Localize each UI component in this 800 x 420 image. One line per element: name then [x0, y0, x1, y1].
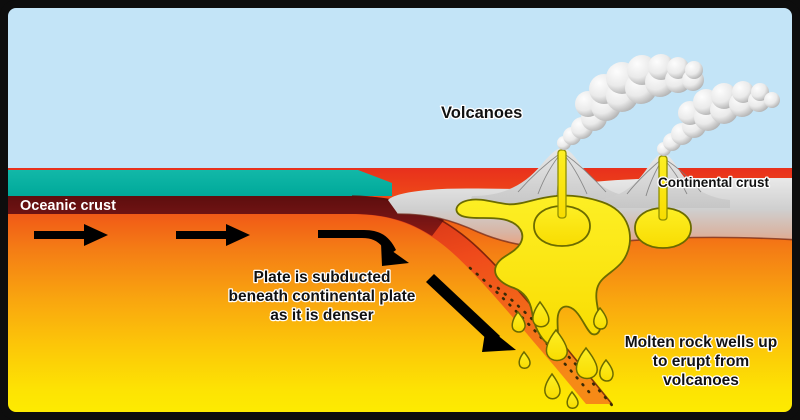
volcanoes-label: Volcanoes — [441, 104, 522, 122]
magma-droplet — [566, 390, 579, 409]
magma-droplet — [575, 346, 598, 380]
magma-droplet — [544, 372, 561, 400]
slab-dotted-line-1 — [468, 266, 596, 400]
magma-droplets — [511, 300, 614, 409]
subduction-caption-line-2: beneath continental plate — [229, 288, 416, 305]
mantle-flow-arrows — [34, 224, 516, 352]
molten-rock-caption-line-3: volcanoes — [663, 372, 739, 389]
mantle-flow-arrow-2 — [176, 224, 250, 246]
oceanic-crust-band — [4, 196, 444, 236]
subduction-caption-line-3: as it is denser — [270, 307, 373, 324]
molten-rock-caption-line-1: Molten rock wells up — [625, 334, 777, 351]
mantle-flow-arrow-1 — [34, 224, 108, 246]
oceanic-crust-slab — [4, 196, 612, 404]
magma-chamber-left — [533, 205, 591, 247]
molten-rock-caption: Molten rock wells up to erupt from volca… — [623, 333, 778, 391]
ocean-water-layer — [4, 170, 392, 196]
volcano-conduit-left — [557, 149, 567, 219]
molten-rock-caption-line-2: to erupt from — [653, 353, 749, 370]
subduction-arrow — [426, 274, 516, 352]
smoke-plume-right — [657, 81, 780, 156]
oceanic-crust-label: Oceanic crust — [20, 198, 116, 214]
volcano-cone-left — [468, 148, 640, 206]
magma-droplet — [599, 358, 614, 382]
magma-droplet — [593, 306, 608, 330]
subduction-caption: Plate is subducted beneath continental p… — [227, 268, 417, 326]
smoke-plume-left — [557, 54, 704, 150]
mantle-flow-arrow-3 — [318, 230, 409, 266]
magma-droplet — [545, 328, 568, 362]
volcano-conduit-right — [658, 155, 668, 221]
magma-droplet — [511, 310, 526, 333]
continental-crust-label: Continental crust — [658, 175, 770, 190]
slab-dotted-line-2 — [496, 286, 618, 412]
magma-droplet — [532, 300, 550, 328]
magma-droplet — [518, 350, 531, 369]
subduction-caption-line-1: Plate is subducted — [254, 269, 391, 286]
magma-chamber-right — [634, 207, 692, 249]
